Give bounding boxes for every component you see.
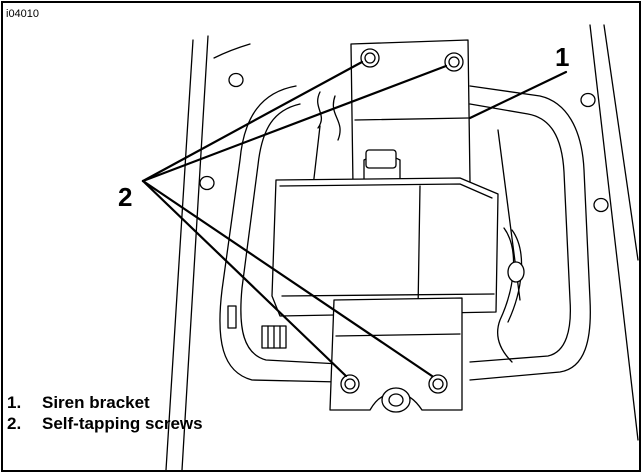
self-tapping-screws — [340, 48, 464, 394]
hole — [199, 175, 215, 191]
leader-screw-1 — [141, 60, 364, 183]
leader-lines — [141, 60, 568, 378]
screw-bottom-left — [340, 374, 360, 394]
legend-label: Self-tapping screws — [42, 414, 203, 433]
frame-panel-lines — [165, 24, 639, 471]
leader-bracket — [468, 70, 568, 120]
legend: 1. Siren bracket 2. Self-tapping screws — [7, 392, 203, 434]
cable-connector — [497, 227, 525, 363]
recess-opening — [219, 85, 591, 383]
screw-bottom-right — [428, 374, 448, 394]
hole — [580, 92, 596, 108]
legend-number: 1. — [7, 393, 22, 412]
siren-bracket — [350, 39, 471, 187]
legend-number: 2. — [7, 414, 22, 433]
callout-siren-bracket: 1 — [555, 42, 570, 72]
hole — [228, 72, 244, 88]
leader-screw-4 — [141, 179, 434, 378]
figure-id: i04010 — [6, 8, 40, 20]
callout-self-tapping-screws: 2 — [118, 182, 133, 212]
legend-label: Siren bracket — [42, 393, 150, 412]
leader-screw-3 — [141, 179, 348, 378]
left-fasteners — [227, 305, 287, 349]
screw-top-right — [444, 52, 464, 72]
hole — [593, 197, 609, 213]
legend-item: 1. Siren bracket — [7, 392, 203, 413]
screw-top-left — [360, 48, 380, 68]
legend-item: 2. Self-tapping screws — [7, 413, 203, 434]
leader-screw-2 — [141, 64, 448, 183]
siren-body — [271, 177, 499, 317]
surface-holes — [199, 72, 609, 213]
lower-bracket-plate — [329, 297, 463, 413]
